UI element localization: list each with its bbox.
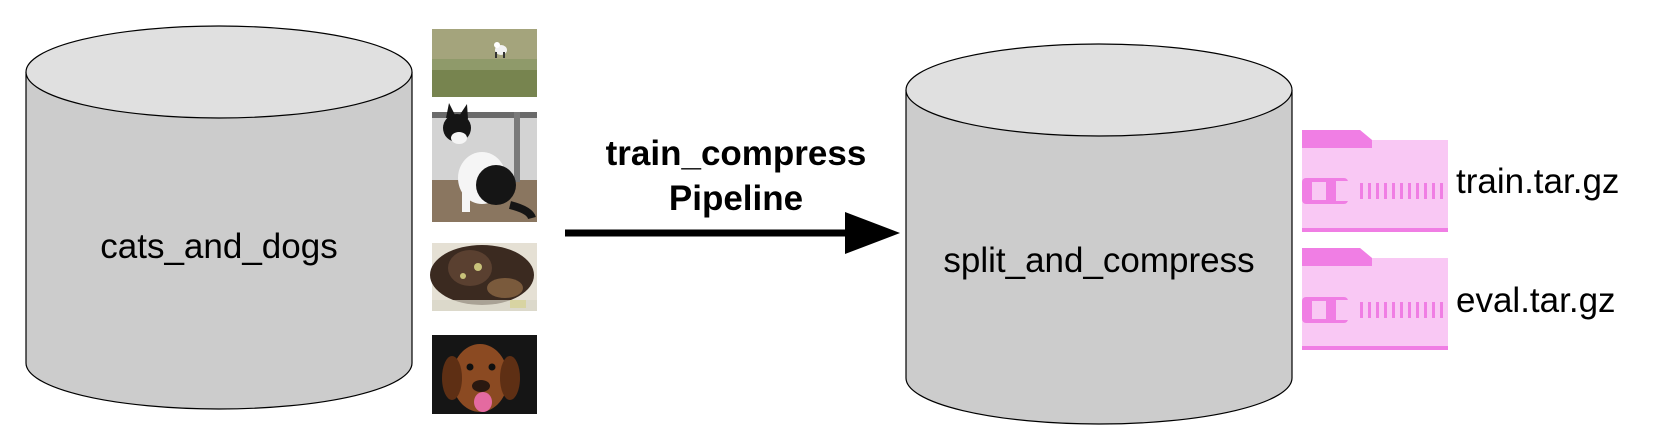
- source-cylinder-label: cats_and_dogs: [100, 227, 337, 266]
- output-file-eval: eval.tar.gz: [1302, 248, 1616, 350]
- zip-folder-icon: [1302, 130, 1448, 232]
- thumbnail-brown-cat: [430, 243, 537, 311]
- pipeline-arrow: train_compress Pipeline: [565, 134, 900, 254]
- source-cylinder-body: [25, 72, 413, 410]
- target-cylinder-label: split_and_compress: [943, 241, 1254, 280]
- arrow-head: [845, 212, 900, 254]
- pipeline-type-label: Pipeline: [669, 179, 803, 218]
- target-cylinder-body: [905, 90, 1293, 425]
- thumbnail-brown-dog: [432, 335, 537, 414]
- sample-images: [430, 29, 537, 414]
- file-label-train: train.tar.gz: [1456, 162, 1619, 201]
- output-file-train: train.tar.gz: [1302, 130, 1619, 232]
- pipeline-name-label: train_compress: [606, 134, 867, 173]
- thumbnail-cat-on-grass: [432, 29, 537, 97]
- source-cylinder: cats_and_dogs: [25, 25, 413, 410]
- file-label-eval: eval.tar.gz: [1456, 281, 1616, 320]
- thumbnail-black-white-cat: [432, 103, 537, 222]
- source-cylinder-top: [25, 25, 413, 119]
- target-cylinder: split_and_compress: [905, 43, 1293, 425]
- zip-folder-icon: [1302, 248, 1448, 350]
- target-cylinder-top: [905, 43, 1293, 137]
